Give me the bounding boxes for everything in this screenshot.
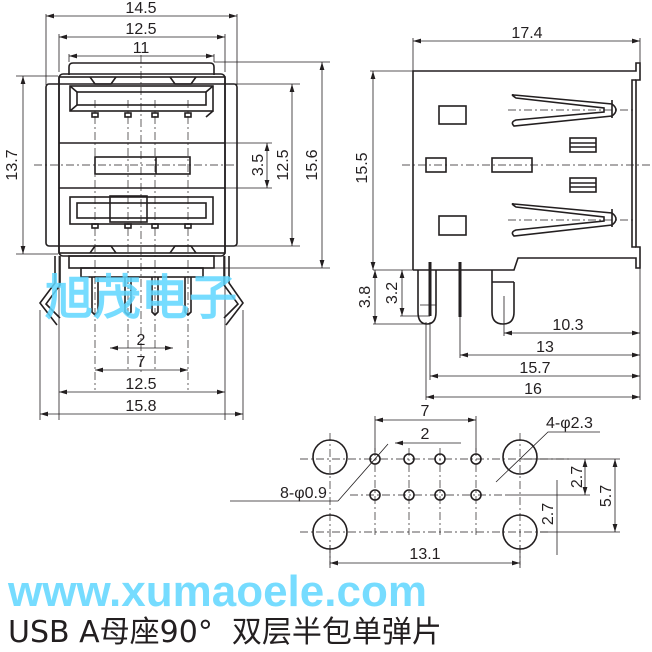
watermark-url: www.xumaoele.com	[7, 567, 427, 616]
dim-14-5: 14.5	[125, 0, 156, 17]
dim-2-7-upper: 2.7	[569, 466, 586, 488]
dim-2: 2	[137, 332, 146, 349]
dim-3-5: 3.5	[250, 154, 267, 176]
dim-15-7: 15.7	[519, 360, 550, 377]
dim-13-7: 13.7	[4, 149, 21, 180]
dim-11: 11	[133, 40, 150, 57]
label-small-holes: 8-φ0.9	[280, 485, 327, 502]
dim-12-5-bottom: 12.5	[125, 376, 156, 393]
dim-7: 7	[137, 354, 146, 371]
dim-7-footprint: 7	[421, 403, 430, 420]
front-view: 14.5 12.5 11 13.7 3.5 12.5 15.6 2 7 12.5…	[4, 0, 330, 420]
label-big-holes: 4-φ2.3	[546, 415, 593, 432]
dim-13-1: 13.1	[409, 546, 440, 563]
dim-12-5-top: 12.5	[125, 21, 156, 38]
dim-12-5-right: 12.5	[275, 149, 292, 180]
dim-2-footprint: 2	[421, 426, 430, 443]
watermark-cn: 旭茂电子	[45, 272, 237, 325]
pcb-footprint: 7 2 4-φ2.3 8-φ0.9 2.7 5.7 2.7 13.1	[230, 403, 620, 568]
drawing-title: USB A母座90° 双层半包单弹片	[8, 615, 442, 650]
dim-2-7-lower: 2.7	[540, 503, 557, 525]
dim-17-4: 17.4	[511, 25, 542, 42]
dim-16: 16	[524, 381, 542, 398]
dim-15-8: 15.8	[125, 398, 156, 415]
dim-13: 13	[536, 339, 554, 356]
side-view: 17.4 15.5 3.8 3.2 10.3 13 15.7 16	[354, 25, 652, 400]
dim-15-5: 15.5	[354, 152, 371, 183]
dim-5-7: 5.7	[598, 485, 615, 507]
dim-3-8: 3.8	[357, 286, 374, 308]
dim-10-3: 10.3	[552, 317, 583, 334]
dim-3-2: 3.2	[384, 282, 401, 304]
dim-15-6: 15.6	[304, 149, 321, 180]
